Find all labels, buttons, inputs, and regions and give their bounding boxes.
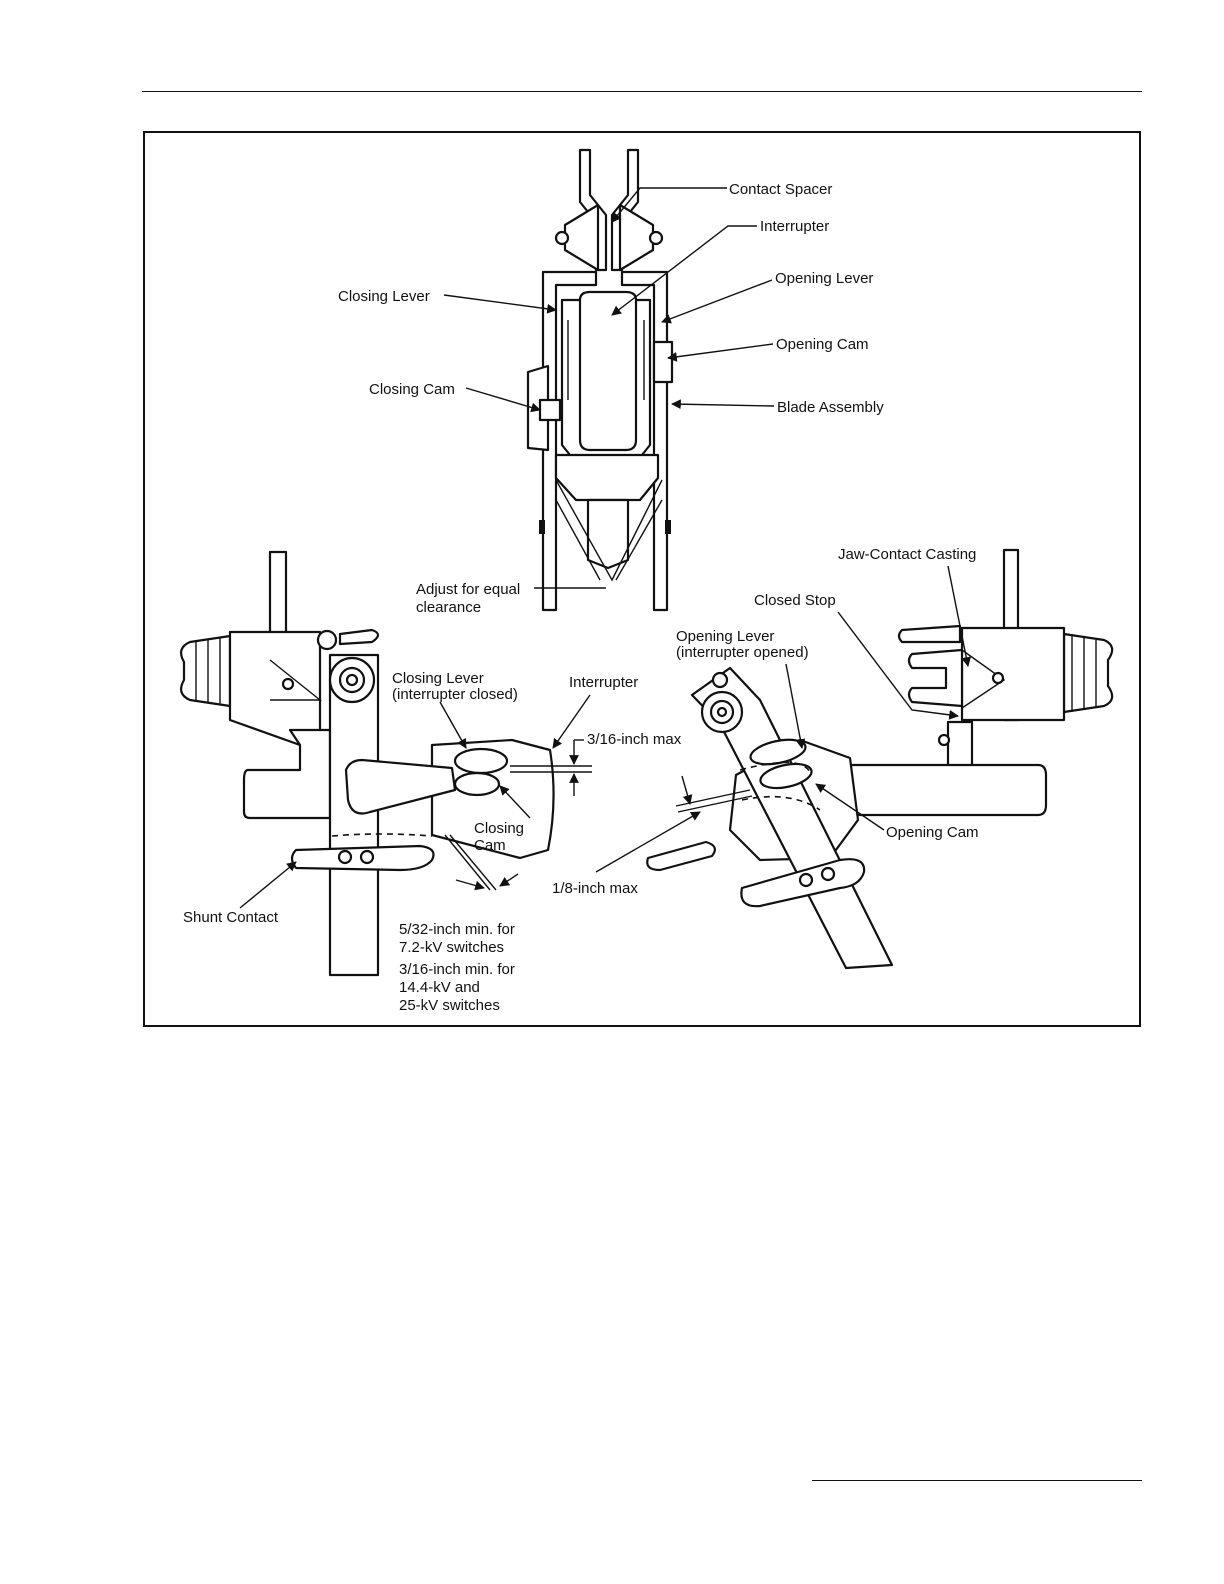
- label-note1-line2: 7.2-kV switches: [399, 939, 504, 956]
- label-closing-cam-left-line1: Closing: [474, 820, 524, 837]
- label-interrupter-left: Interrupter: [569, 674, 638, 691]
- left-view-assembly: [179, 550, 592, 977]
- label-jaw-contact-casting: Jaw-Contact Casting: [838, 546, 976, 563]
- label-blade-assembly: Blade Assembly: [777, 399, 884, 416]
- label-closing-cam-top: Closing Cam: [369, 381, 455, 398]
- label-adjust-line2: clearance: [416, 599, 481, 616]
- label-closing-lever-left-line2: (interrupter closed): [392, 686, 518, 703]
- top-view-assembly: [526, 148, 674, 612]
- label-opening-lever-right-line2: (interrupter opened): [676, 644, 809, 661]
- label-gap-max-right: 1/8-inch max: [552, 880, 638, 897]
- label-interrupter-top: Interrupter: [760, 218, 829, 235]
- label-closed-stop: Closed Stop: [754, 592, 836, 609]
- right-view-assembly: [646, 548, 1114, 970]
- figure-frame: [143, 131, 1141, 1027]
- label-closing-lever-left-line1: Closing Lever: [392, 670, 484, 687]
- label-note2-line3: 25-kV switches: [399, 997, 500, 1014]
- label-note2-line2: 14.4-kV and: [399, 979, 480, 996]
- label-opening-cam-right: Opening Cam: [886, 824, 979, 841]
- label-opening-cam-top: Opening Cam: [776, 336, 869, 353]
- label-contact-spacer: Contact Spacer: [729, 181, 832, 198]
- label-note1-line1: 5/32-inch min. for: [399, 921, 515, 938]
- label-opening-lever-right-line1: Opening Lever: [676, 628, 774, 645]
- label-opening-lever-top: Opening Lever: [775, 270, 873, 287]
- label-shunt-contact: Shunt Contact: [183, 909, 279, 926]
- label-closing-cam-left-line2: Cam: [474, 837, 506, 854]
- label-gap-max-left: 3/16-inch max: [587, 731, 682, 748]
- label-adjust-line1: Adjust for equal: [416, 581, 520, 598]
- label-note2-line1: 3/16-inch min. for: [399, 961, 515, 978]
- label-closing-lever-top: Closing Lever: [338, 288, 430, 305]
- header-rule: [142, 91, 1142, 92]
- footer-rule: [812, 1480, 1142, 1481]
